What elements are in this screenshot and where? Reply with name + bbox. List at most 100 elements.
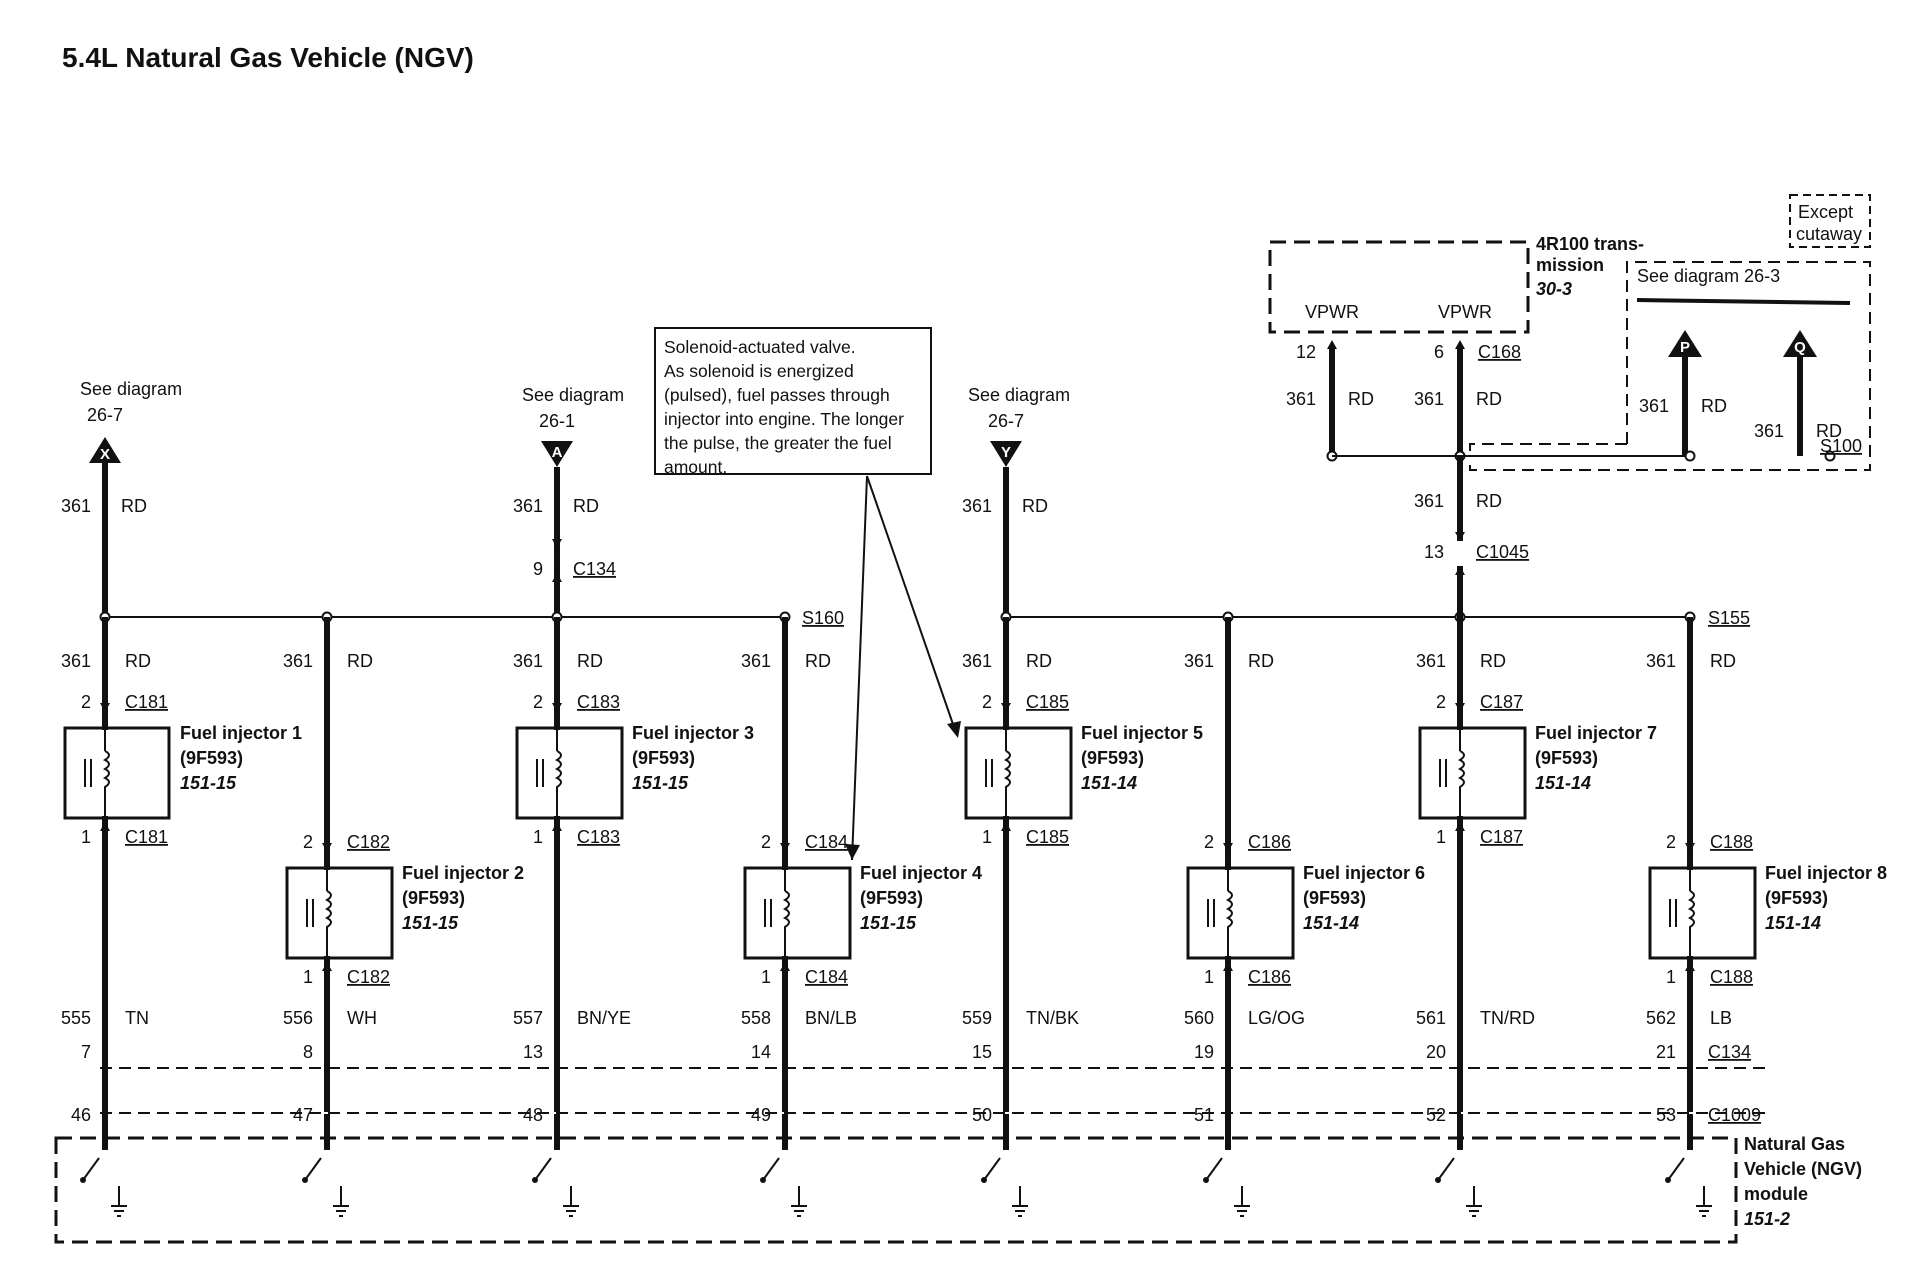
- connector-arrow: [552, 822, 562, 831]
- module-label: Vehicle (NGV): [1744, 1159, 1862, 1179]
- module-ref: 151-2: [1744, 1209, 1790, 1229]
- wire-circuit: 361: [1414, 389, 1444, 409]
- feed-letter: X: [100, 446, 110, 463]
- cutaway-label: Except: [1798, 202, 1853, 222]
- injector-name: Fuel injector 2: [402, 863, 524, 883]
- note-line: Solenoid-actuated valve.: [664, 337, 856, 357]
- c134-pin: 14: [751, 1042, 771, 1062]
- c134-pin: 13: [523, 1042, 543, 1062]
- injector-gap: [1002, 730, 1010, 816]
- connector-pin: 2: [1204, 832, 1214, 852]
- wire-color: TN/BK: [1026, 1008, 1079, 1028]
- injector-part: (9F593): [1765, 888, 1828, 908]
- connector-arrow: [322, 962, 332, 971]
- injector-part: (9F593): [860, 888, 923, 908]
- connector-arrow: [1455, 703, 1465, 712]
- cutaway-bar: [1636, 298, 1851, 305]
- connector-arrow: [780, 962, 790, 971]
- solenoid-coil-icon: [782, 890, 790, 935]
- vpwr-label: VPWR: [1305, 302, 1359, 322]
- connector-name: C182: [347, 832, 390, 852]
- connector-pin: 9: [533, 559, 543, 579]
- c1009-label: C1009: [1708, 1105, 1761, 1125]
- wire-color: WH: [347, 1008, 377, 1028]
- connector-pin: 1: [81, 827, 91, 847]
- wire-color: RD: [1476, 491, 1502, 511]
- connector-arrow: [1685, 843, 1695, 852]
- ngv-module-box: [54, 1136, 1738, 1244]
- connector-arrow: [1685, 962, 1695, 971]
- wire-color: RD: [1026, 651, 1052, 671]
- c134-pin: 7: [81, 1042, 91, 1062]
- injector-ref: 151-15: [632, 773, 689, 793]
- connector-arrow: [100, 703, 110, 712]
- connector-arrow: [1001, 703, 1011, 712]
- switch-contact: [1665, 1177, 1671, 1183]
- transmission-label: 4R100 trans-: [1536, 234, 1644, 254]
- feed-arrow-up: [89, 437, 121, 463]
- injector-box: [63, 726, 171, 820]
- see-diagram-label: See diagram: [968, 385, 1070, 405]
- injector-name: Fuel injector 8: [1765, 863, 1887, 883]
- connector-arrow: [1455, 822, 1465, 831]
- wire-color: RD: [1710, 651, 1736, 671]
- module-pin: 46: [71, 1105, 91, 1125]
- connector-pin: 1: [1204, 967, 1214, 987]
- injector-gap: [323, 870, 331, 956]
- connector-name: C134: [573, 559, 616, 579]
- connector-pin: 1: [761, 967, 771, 987]
- switch-blade: [82, 1157, 100, 1181]
- connector-arrow: [1327, 340, 1337, 349]
- connector-name: C188: [1710, 967, 1753, 987]
- solenoid-coil-icon: [324, 890, 332, 935]
- connector-name: C181: [125, 827, 168, 847]
- connector-pin: 6: [1434, 342, 1444, 362]
- switch-blade: [762, 1157, 780, 1181]
- transmission-box: [1268, 240, 1530, 334]
- connector-pin: 2: [81, 692, 91, 712]
- injector-box: [743, 866, 852, 960]
- note-arrowhead: [845, 844, 860, 860]
- connector-pin: 2: [533, 692, 543, 712]
- injector-box: [1186, 866, 1295, 960]
- injector-gap: [101, 730, 109, 816]
- feed-arrow-up: [1668, 330, 1702, 357]
- wire-circuit: 361: [513, 651, 543, 671]
- wire-circuit: 558: [741, 1008, 771, 1028]
- module-pin: 47: [293, 1105, 313, 1125]
- transmission-label: mission: [1536, 255, 1604, 275]
- solenoid-coil-icon: [1457, 750, 1465, 795]
- injector-name: Fuel injector 7: [1535, 723, 1657, 743]
- injector-part: (9F593): [632, 748, 695, 768]
- connector-arrow: [1223, 962, 1233, 971]
- connector-arrow: [1001, 822, 1011, 831]
- connector-pin: 1: [1666, 967, 1676, 987]
- injector-name: Fuel injector 1: [180, 723, 302, 743]
- diagram-ref: 26-7: [87, 405, 123, 425]
- solenoid-coil-icon: [554, 750, 562, 795]
- solenoid-coil-icon: [1225, 890, 1233, 935]
- injector-part: (9F593): [1303, 888, 1366, 908]
- wire-circuit: 560: [1184, 1008, 1214, 1028]
- wire-color: RD: [577, 651, 603, 671]
- solenoid-coil-icon: [1687, 890, 1695, 935]
- injector-part: (9F593): [180, 748, 243, 768]
- injector-part: (9F593): [1081, 748, 1144, 768]
- solenoid-note-box: Solenoid-actuated valve. As solenoid is …: [654, 327, 932, 477]
- wire-color: BN/YE: [577, 1008, 631, 1028]
- connector-pin: 1: [1436, 827, 1446, 847]
- note-line: injector into engine. The longer: [664, 409, 904, 429]
- connector-name: C183: [577, 827, 620, 847]
- solenoid-coil-icon: [1003, 750, 1011, 795]
- injector-gap: [553, 730, 561, 816]
- note-line: amount.: [664, 457, 728, 477]
- switch-blade: [983, 1157, 1001, 1181]
- switch-contact: [1203, 1177, 1209, 1183]
- connector-arrow: [100, 822, 110, 831]
- connector-arrow: [1455, 340, 1465, 349]
- wire-circuit: 361: [1416, 651, 1446, 671]
- switch-blade: [1205, 1157, 1223, 1181]
- wire-color: RD: [1348, 389, 1374, 409]
- injector-name: Fuel injector 6: [1303, 863, 1425, 883]
- note-arrowhead: [947, 721, 961, 738]
